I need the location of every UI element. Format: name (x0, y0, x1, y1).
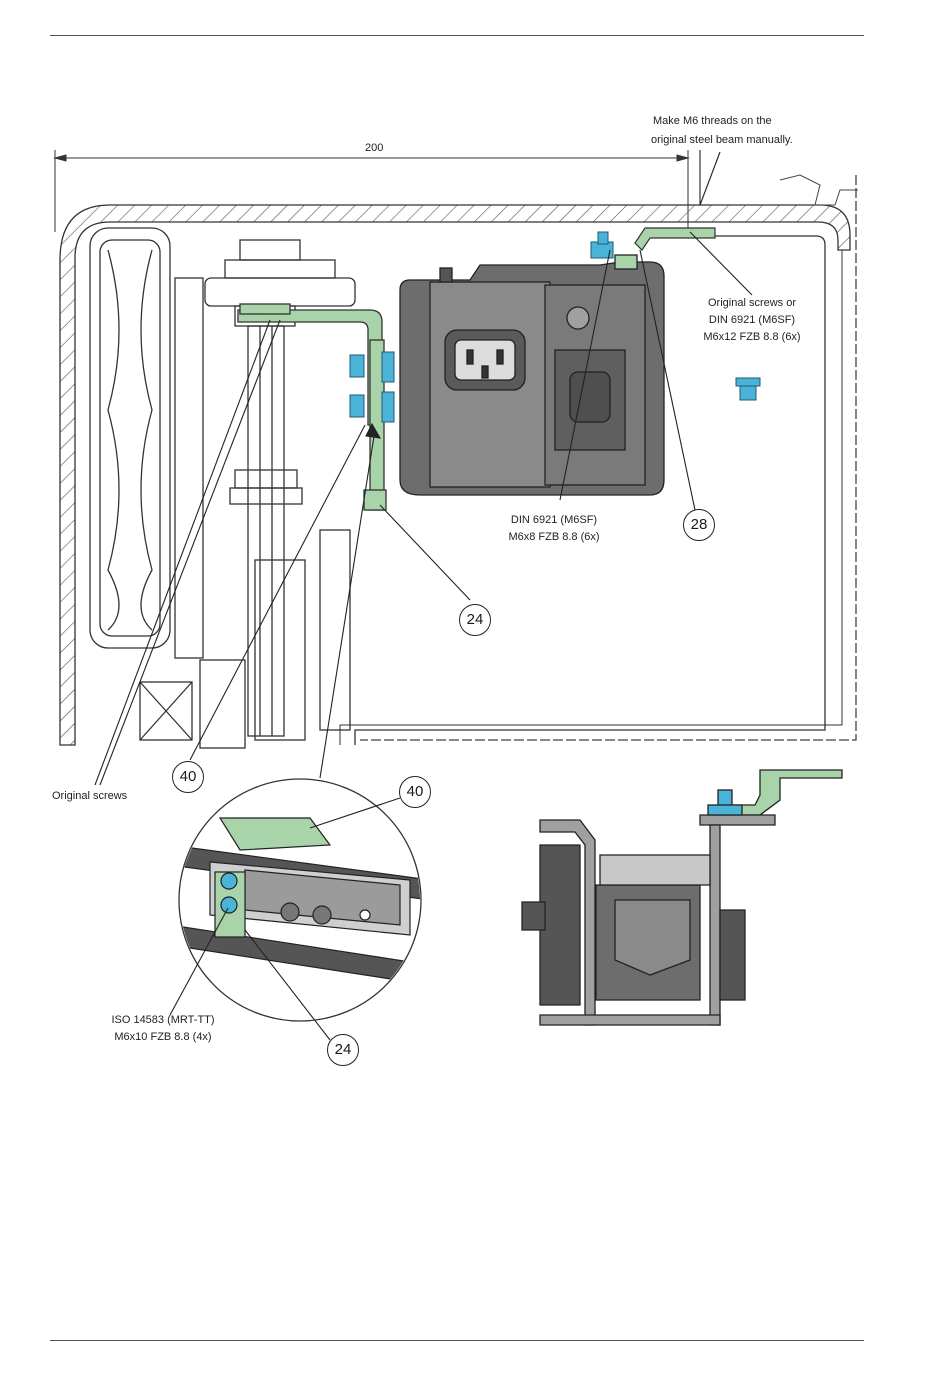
socket-module (400, 255, 664, 495)
threads-note-line1: Make M6 threads on the (653, 114, 772, 128)
original-screws-label: Original screws (52, 789, 127, 803)
callout-40-detail: 40 (399, 776, 431, 808)
callout-40-main: 40 (172, 761, 204, 793)
callout-24-detail: 24 (327, 1034, 359, 1066)
bracket-28 (635, 228, 715, 250)
din-note-line2: M6x8 FZB 8.8 (6x) (508, 530, 599, 544)
iso-note-line2: M6x10 FZB 8.8 (4x) (114, 1030, 211, 1044)
din-note-line1: DIN 6921 (M6SF) (511, 513, 597, 527)
threads-note-line2: original steel beam manually. (651, 133, 793, 147)
isometric-view (522, 770, 842, 1025)
iso-note-line1: ISO 14583 (MRT-TT) (111, 1013, 214, 1027)
detail-view (170, 779, 430, 1040)
callout-24-main: 24 (459, 604, 491, 636)
callout-28: 28 (683, 509, 715, 541)
screws-note-line2: DIN 6921 (M6SF) (709, 313, 795, 327)
dimension-label: 200 (365, 141, 383, 155)
screws-note-line3: M6x12 FZB 8.8 (6x) (703, 330, 800, 344)
screw-blue-loose (736, 378, 760, 400)
screws-note-line1: Original screws or (708, 296, 796, 310)
